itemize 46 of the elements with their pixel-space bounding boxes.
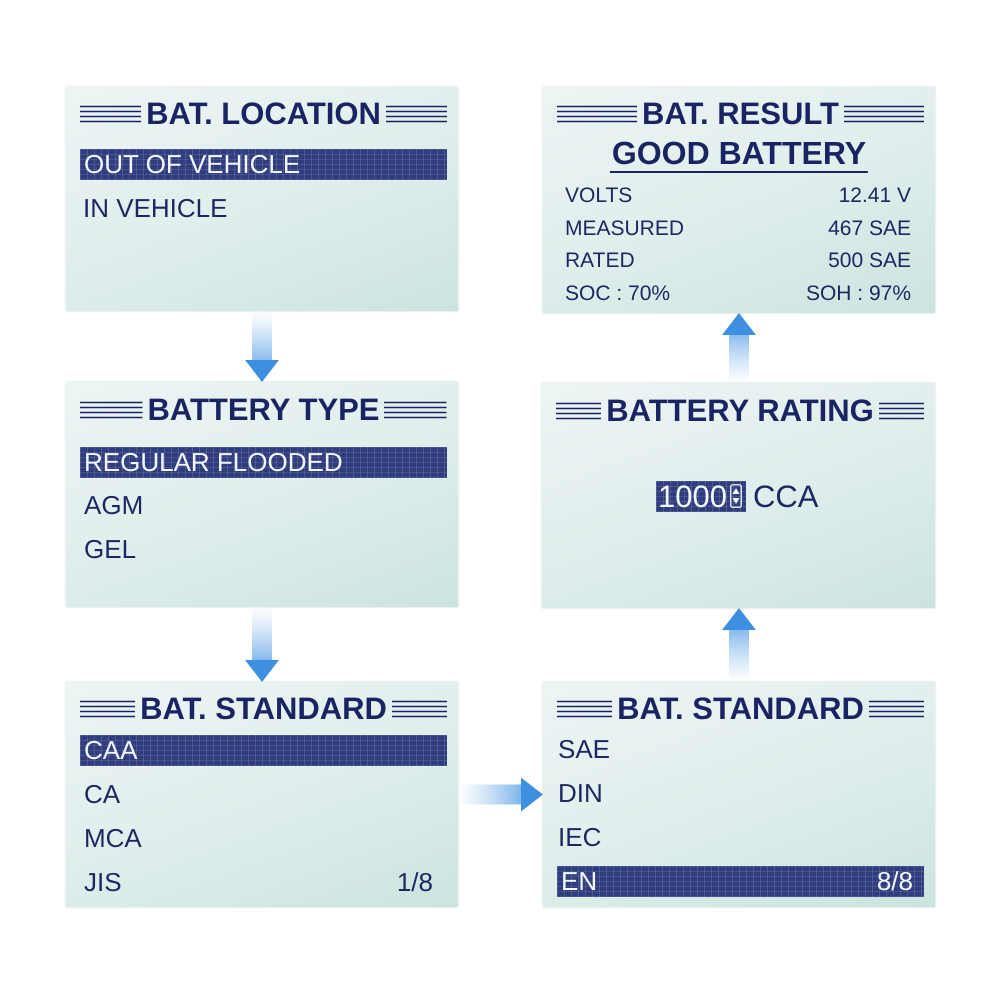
menu-option: IN VEHICLE <box>83 192 228 224</box>
lcd-screen <box>66 382 458 607</box>
screen-title: BAT. RESULT <box>642 95 839 133</box>
reading-value: 500 SAE <box>828 248 911 272</box>
menu-option: EN <box>561 866 598 896</box>
reading: SOH : 97% <box>806 280 911 306</box>
unit-label: CCA <box>753 478 818 514</box>
menu-option: SAE <box>558 734 610 764</box>
highlight-bar <box>80 446 447 478</box>
arrow <box>722 313 756 383</box>
lcd-screen <box>542 383 935 608</box>
arrow <box>245 311 279 382</box>
reading-label: VOLTS <box>565 182 632 208</box>
screen-title: BATTERY RATING <box>606 392 874 430</box>
lcd-screen <box>543 87 935 313</box>
menu-option: OUT OF VEHICLE <box>84 148 300 180</box>
menu-option: MCA <box>84 822 142 854</box>
highlight-bar <box>80 148 447 180</box>
page-indicator: 1/8 <box>396 866 433 898</box>
lcd-screen <box>543 682 935 907</box>
page-indicator: 8/8 <box>876 866 913 896</box>
highlight-bar <box>80 734 447 766</box>
screen-title: BAT. STANDARD <box>617 690 864 728</box>
reading: SOC : 70% <box>565 280 670 306</box>
reading-value: 12.41 V <box>838 182 911 208</box>
menu-option: JIS <box>84 866 122 898</box>
menu-option: IEC <box>558 822 602 852</box>
menu-option: GEL <box>84 534 136 564</box>
reading-label: MEASURED <box>565 216 684 240</box>
highlight-bar <box>557 866 924 896</box>
menu-option: AGM <box>84 490 144 520</box>
menu-option: CAA <box>84 734 138 766</box>
result-status: GOOD BATTERY <box>610 136 868 173</box>
reading-label: RATED <box>565 248 635 272</box>
reading-value: 467 SAE <box>828 216 911 240</box>
lcd-screen <box>66 87 458 311</box>
screen-title: BATTERY TYPE <box>148 391 380 429</box>
arrow <box>245 607 279 682</box>
menu-option: REGULAR FLOODED <box>84 446 343 478</box>
screen-title: BAT. STANDARD <box>140 690 387 728</box>
menu-option: CA <box>84 778 120 810</box>
value-field <box>656 480 746 512</box>
menu-option: DIN <box>558 778 603 808</box>
lcd-screen <box>66 682 458 907</box>
screen-title: BAT. LOCATION <box>146 95 381 133</box>
rating-value: 1000 <box>658 480 727 512</box>
